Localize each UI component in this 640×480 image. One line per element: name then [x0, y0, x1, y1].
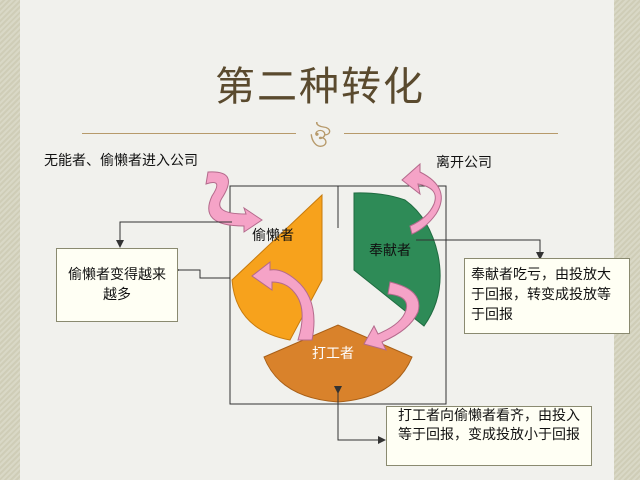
- title-divider-left: [82, 133, 296, 134]
- arrow-worker-to-lazy-icon: [251, 260, 315, 341]
- lazy-label: 偷懒者: [252, 228, 294, 244]
- lazy-outcome-box: 偷懒者变得越来越多: [56, 248, 178, 322]
- right-decorative-border: [614, 0, 640, 480]
- contributor-outcome-box: 奉献者吃亏，由投放大于回报，转变成投放等于回报: [464, 258, 630, 334]
- slide-title: 第二种转化: [215, 64, 425, 110]
- connector-contributor-box: [416, 239, 544, 260]
- arrow-contributor-to-worker-icon: [363, 281, 420, 351]
- worker-label: 打工者: [312, 345, 354, 362]
- enter-company-label: 无能者、偷懒者进入公司: [44, 153, 198, 169]
- arrow-leave-icon: [401, 162, 442, 235]
- contributor-label: 奉献者: [369, 243, 411, 259]
- left-decorative-border: [0, 0, 20, 480]
- title-divider-right: [344, 133, 558, 134]
- connector-worker-box: [334, 386, 386, 444]
- leave-company-label: 离开公司: [436, 155, 492, 171]
- connector-lazy-box: [178, 269, 230, 279]
- worker-outcome-box: 打工者向偷懒者看齐，由投入等于回报，变成投放小于回报: [386, 406, 592, 466]
- arrow-enter-icon: [205, 171, 263, 233]
- connector-lazy-box-top: [116, 221, 232, 248]
- contributor-sector: [353, 192, 441, 327]
- ornament-icon: ঔ: [309, 124, 331, 154]
- lazy-sector: [231, 193, 323, 341]
